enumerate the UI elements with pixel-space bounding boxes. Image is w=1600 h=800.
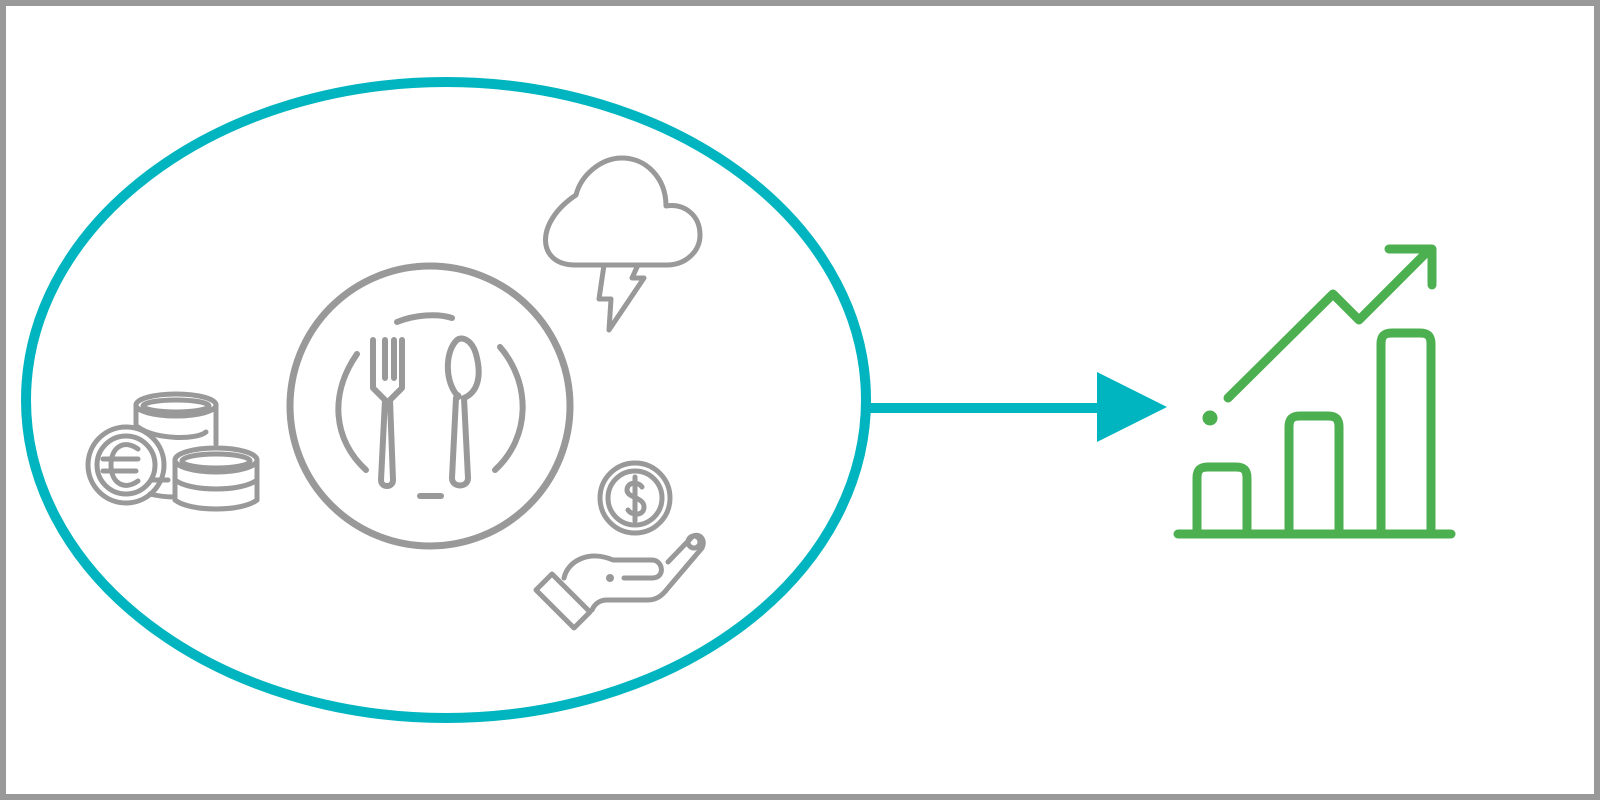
plate-cutlery-icon	[286, 262, 574, 550]
arrow-icon	[868, 372, 1167, 442]
growth-chart-icon	[1173, 244, 1456, 539]
storm-cloud-icon	[543, 155, 703, 333]
hand-money-icon	[533, 460, 706, 631]
factors-ellipse	[21, 77, 871, 723]
coins-euro-icon	[85, 391, 260, 512]
